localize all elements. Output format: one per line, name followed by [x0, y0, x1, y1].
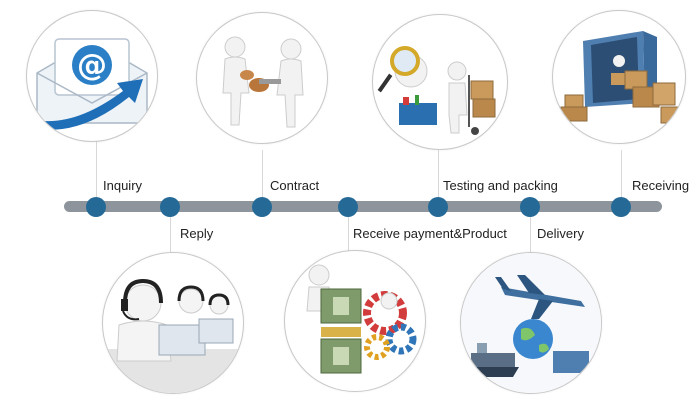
node-delivery: [520, 197, 540, 217]
email-at-envelope-icon: @: [26, 10, 158, 142]
tick-payment: [348, 212, 349, 262]
label-contract: Contract: [270, 178, 320, 193]
label-reply: Reply: [180, 226, 214, 241]
magnifier-boxes-icon: [372, 14, 508, 150]
handshake-deal-icon: [196, 12, 328, 144]
tick-delivery: [530, 212, 531, 262]
svg-text:@: @: [77, 48, 107, 83]
label-receiving: Receiving: [632, 178, 690, 193]
node-receiving: [611, 197, 631, 217]
label-inquiry: Inquiry: [103, 178, 143, 193]
tick-inquiry: [96, 130, 97, 202]
node-testing: [428, 197, 448, 217]
call-center-headset-icon: [102, 252, 244, 394]
money-gears-icon: [284, 250, 426, 392]
label-payment: Receive payment&Product: [353, 226, 507, 241]
timeline-track: [64, 201, 662, 212]
label-testing: Testing and packing: [443, 178, 558, 193]
container-boxes-icon: [552, 10, 686, 144]
tick-reply: [170, 212, 171, 272]
tick-testing: [438, 150, 439, 202]
node-reply: [160, 197, 180, 217]
node-payment: [338, 197, 358, 217]
tick-receiving: [621, 150, 622, 202]
airplane-globe-ship-icon: [460, 252, 602, 394]
node-inquiry: [86, 197, 106, 217]
node-contract: [252, 197, 272, 217]
tick-contract: [262, 150, 263, 202]
label-delivery: Delivery: [537, 226, 584, 241]
